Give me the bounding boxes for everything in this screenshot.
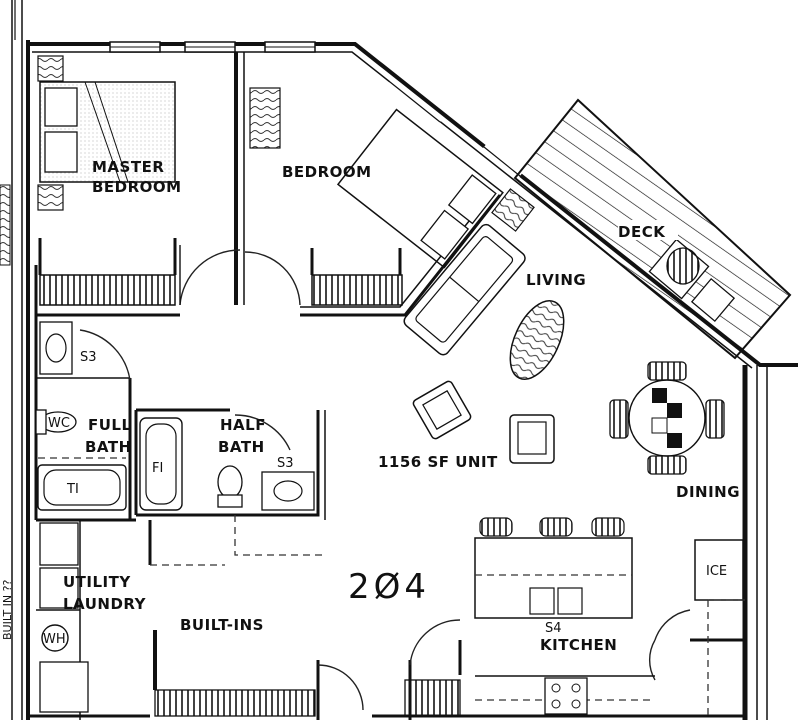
deck-label: DECK — [618, 223, 666, 241]
master-bedroom-label-line1: MASTER — [92, 158, 164, 176]
half-bath-label-line1: HALF — [220, 416, 266, 434]
side-note: BUILT IN ?? — [1, 580, 14, 640]
sink-tag-s4-kitchen: S4 — [545, 621, 562, 636]
tub-tag: TI — [66, 482, 79, 497]
deck: DECK — [513, 98, 792, 360]
living-label: LIVING — [526, 271, 586, 289]
dining-label: DINING — [676, 483, 740, 501]
interior-walls — [34, 52, 745, 720]
master-bedroom-label-line2: BEDROOM — [92, 178, 182, 196]
unit-area-label: 1156 SF UNIT — [378, 453, 498, 471]
doors — [79, 245, 691, 711]
bedroom-label: BEDROOM — [282, 163, 372, 181]
built-ins-label: BUILT-INS — [180, 616, 264, 634]
left-exterior-wall — [0, 0, 30, 720]
shower-tag: FI — [152, 461, 163, 476]
kitchen-label: KITCHEN — [540, 636, 617, 654]
water-heater-tag: WH — [43, 632, 66, 647]
utility-label-line1: UTILITY — [63, 573, 131, 591]
half-bath-label-line2: BATH — [218, 438, 265, 456]
full-bath-label-line1: FULL — [88, 416, 132, 434]
living-furniture — [403, 223, 565, 464]
windows — [109, 41, 523, 180]
full-bath-label-line2: BATH — [85, 438, 132, 456]
wc-tag: WC — [48, 416, 70, 431]
utility-label-line2: LAUNDRY — [63, 595, 147, 613]
master-bed — [37, 55, 177, 306]
unit-number: 2Ø4 — [348, 567, 430, 607]
bedroom-bed — [249, 87, 535, 306]
sink-tag-s3-full-bath: S3 — [80, 350, 97, 365]
sink-tag-s3-half-bath: S3 — [277, 456, 294, 471]
kitchen-island — [474, 517, 745, 720]
dining-table — [609, 361, 725, 475]
bath-fixtures — [35, 321, 325, 556]
ice-maker-tag: ICE — [706, 564, 727, 579]
utility-fixtures — [39, 522, 461, 717]
